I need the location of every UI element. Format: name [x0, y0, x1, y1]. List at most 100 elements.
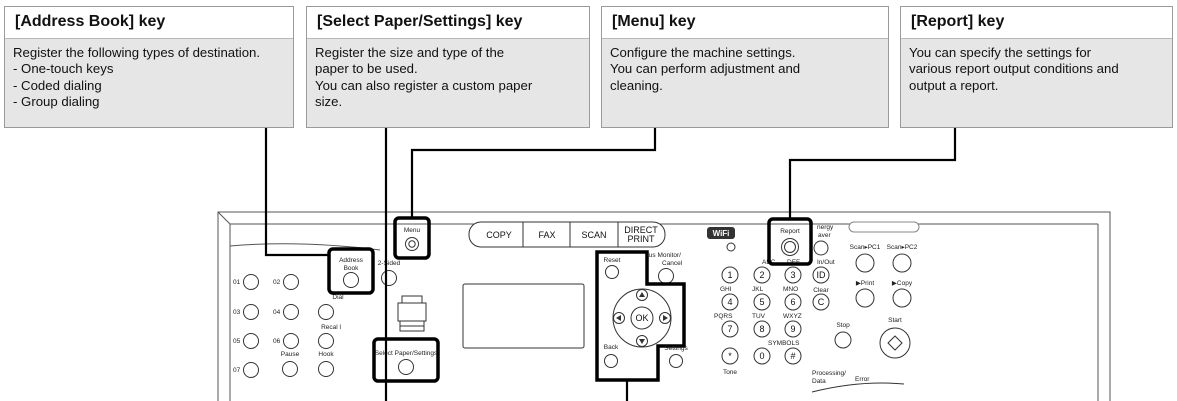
- wifi-label: WiFi: [713, 229, 730, 238]
- callout-select-paper: [Select Paper/Settings] key Register the…: [306, 6, 590, 128]
- keypad-key: [784, 266, 802, 284]
- printer-icon: [397, 295, 427, 332]
- keypad-key: [721, 266, 739, 284]
- one-touch-label: 05: [233, 338, 241, 345]
- clear-label: Clear: [813, 287, 829, 294]
- keypad-label: 3: [790, 270, 795, 280]
- id-key-label: ID: [817, 270, 827, 280]
- callout-body: Register the following types of destinat…: [5, 39, 293, 117]
- keypad-label: 1: [727, 270, 732, 280]
- tone-label: Tone: [723, 369, 737, 376]
- settings-label: Settings: [664, 345, 688, 352]
- clear-key: [812, 293, 830, 311]
- one-touch-key: [243, 304, 259, 320]
- callout-line: - One-touch keys: [13, 61, 114, 77]
- callout-body: Configure the machine settings. You can …: [602, 39, 888, 100]
- one-touch-key: [283, 274, 299, 290]
- menu-key: [405, 237, 419, 251]
- mode-fax-label: FAX: [538, 230, 555, 240]
- keypad-label: 5: [759, 297, 764, 307]
- callout-report: [Report] key You can specify the setting…: [900, 6, 1173, 128]
- keypad-key: [753, 347, 771, 365]
- status-monitor-label: tus Monitor/: [647, 252, 681, 259]
- one-touch-key: [283, 333, 299, 349]
- callout-body: You can specify the settings for various…: [901, 39, 1172, 100]
- stop-label: Stop: [836, 322, 850, 329]
- keypad-label: #: [790, 351, 795, 361]
- one-touch-key: [243, 333, 259, 349]
- keypad-key: [784, 293, 802, 311]
- back-label: Back: [604, 344, 619, 351]
- address-book-highlight: [327, 247, 375, 295]
- report-label: Report: [780, 228, 800, 235]
- address-book-label: Address: [339, 257, 364, 264]
- report-key: [781, 238, 799, 256]
- energy-saver-label: nergy: [817, 224, 834, 231]
- one-touch-label: 06: [273, 338, 281, 345]
- id-print-label: ▶Print: [856, 280, 875, 287]
- hook-key: [318, 361, 334, 377]
- callout-line: cleaning.: [610, 77, 663, 93]
- start-label: Start: [888, 317, 902, 324]
- callout-line: - Group dialing: [13, 94, 100, 110]
- callout-line: paper to be used.: [315, 61, 418, 77]
- keypad-label: 9: [790, 324, 795, 334]
- one-touch-key: [283, 304, 299, 320]
- scan-pc2-label: Scan▸PC2: [887, 244, 918, 251]
- error-label: Error: [855, 376, 870, 383]
- id-copy-key: [892, 288, 912, 308]
- keypad-label: 6: [790, 297, 795, 307]
- processing-label: Processing/: [812, 370, 846, 377]
- keypad-letters: PQRS: [714, 313, 733, 320]
- reset-label: Reset: [604, 257, 621, 264]
- callout-line: You can also register a custom paper: [315, 77, 533, 93]
- keypad-letters: GHI: [720, 286, 732, 293]
- callout-line: You can specify the settings for: [909, 45, 1092, 60]
- callout-title: [Report] key: [901, 7, 1172, 39]
- settings-key: [669, 354, 683, 368]
- start-icon: [887, 335, 903, 351]
- keypad-label: *: [728, 351, 732, 361]
- status-monitor-label: Cancel: [662, 260, 683, 267]
- mode-copy-label: COPY: [486, 230, 512, 240]
- dpad: OK: [612, 288, 672, 348]
- keypad-letters: TUV: [752, 313, 766, 320]
- callout-title: [Address Book] key: [5, 7, 293, 39]
- status-monitor-key: [658, 268, 674, 284]
- stop-key: [834, 331, 852, 349]
- back-key: [604, 354, 618, 368]
- keypad-letters: JKL: [752, 286, 764, 293]
- one-touch-label: 02: [273, 279, 281, 286]
- callout-line: Register the following types of destinat…: [13, 45, 261, 60]
- keypad-label: 4: [727, 297, 732, 307]
- energy-saver-key: [813, 240, 829, 256]
- keypad-key: [753, 320, 771, 338]
- numeric-keypad: 1 2 3 4 5 6 7 8 9 * 0 # ABC DEF GHI JKL …: [714, 259, 802, 376]
- mode-direct-label: PRINT: [628, 234, 656, 244]
- dial-label: Dial: [332, 294, 344, 301]
- keypad-letters: SYMBOLS: [768, 340, 800, 347]
- wifi-icon: [707, 227, 735, 239]
- scan-pc1-key: [855, 253, 875, 273]
- scan-pc1-label: Scan▸PC1: [850, 244, 881, 251]
- one-touch-label: 04: [273, 309, 281, 316]
- one-touch-label: 07: [233, 367, 241, 374]
- leader-lines: [264, 128, 957, 401]
- keypad-key: [753, 266, 771, 284]
- one-touch-key: [243, 274, 259, 290]
- panel-outline: [217, 211, 1111, 401]
- keypad-letters: MNO: [783, 286, 798, 293]
- address-book-key: [343, 272, 359, 288]
- keypad-label: 7: [727, 324, 732, 334]
- keypad-label: 0: [759, 351, 764, 361]
- callout-line: You can perform adjustment and: [610, 61, 801, 77]
- keypad-label: 2: [759, 270, 764, 280]
- nav-highlight: [595, 250, 686, 382]
- keypad-letters: WXYZ: [783, 313, 802, 320]
- dial-key: [318, 304, 334, 320]
- id-login-label: In/Out: [817, 259, 835, 266]
- callout-body: Register the size and type of the paper …: [307, 39, 589, 117]
- recall-label: Recal l: [321, 324, 341, 331]
- keypad-key: [721, 347, 739, 365]
